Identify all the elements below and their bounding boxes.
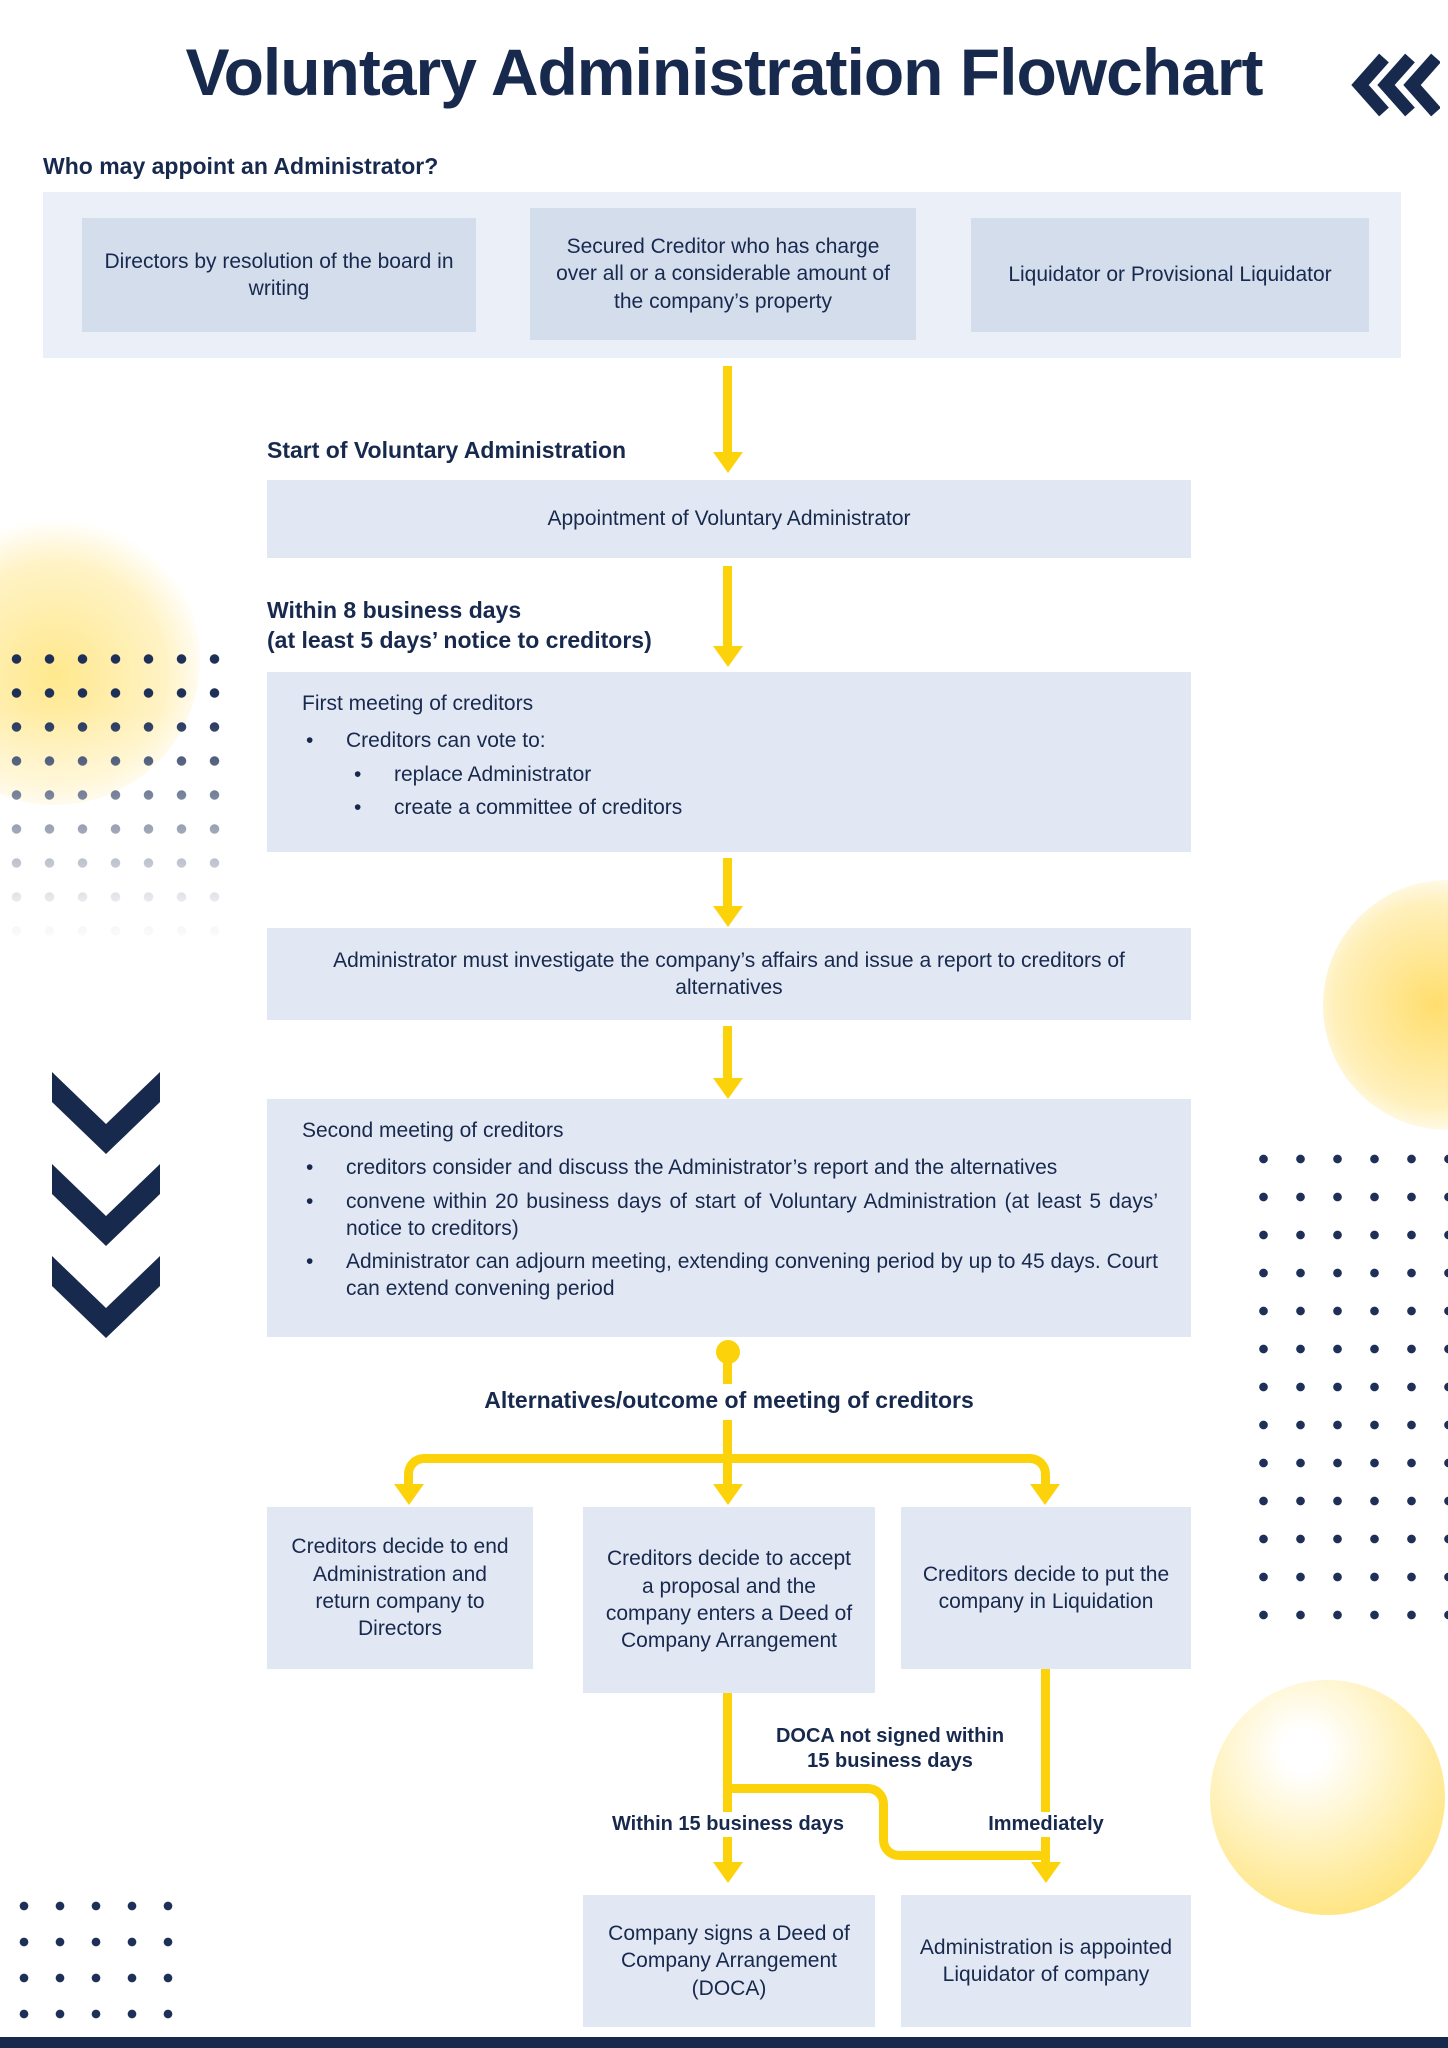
connector-dot [716, 1340, 740, 1364]
split-arrow-head-center [713, 1484, 743, 1505]
appointer-box-secured-creditor: Secured Creditor who has charge over all… [530, 208, 916, 340]
arrow-line-1 [723, 366, 732, 452]
second-meeting-box: Second meeting of creditors creditors co… [267, 1099, 1191, 1337]
arrow-head-4 [713, 1078, 743, 1099]
start-of-va-label: Start of Voluntary Administration [267, 437, 627, 463]
split-elbow-right [724, 1454, 1050, 1492]
arrow-head-3 [713, 906, 743, 927]
bottom-accent-bar [0, 2037, 1448, 2048]
split-arrow-head-right [1030, 1484, 1060, 1505]
bullet-icon [348, 794, 394, 821]
doca-line [723, 1693, 732, 1862]
second-meeting-bullet-text: Administrator can adjourn meeting, exten… [346, 1250, 1158, 1301]
connector-stub-top [723, 1362, 732, 1384]
triple-chevron-left-icon [1350, 52, 1441, 123]
page-title: Voluntary Administration Flowchart [185, 35, 1263, 109]
bullet-icon [300, 1188, 346, 1243]
second-meeting-heading: Second meeting of creditors [302, 1119, 564, 1142]
dot-grid-bottom-left [6, 1888, 182, 2048]
first-meeting-bullet: Creditors can vote to: [300, 727, 1158, 754]
split-line-center [723, 1454, 732, 1484]
second-meeting-bullet-text: creditors consider and discuss the Admin… [346, 1156, 1058, 1180]
within-8-days-label: Within 8 business days (at least 5 days’… [267, 596, 652, 656]
bullet-icon [300, 727, 346, 754]
appointment-box: Appointment of Voluntary Administrator [267, 480, 1191, 558]
split-arrow-head-left [394, 1484, 424, 1505]
arrow-head-1 [713, 452, 743, 473]
dot-grid-right [1245, 1140, 1448, 1640]
first-meeting-bullet-text: Creditors can vote to: [346, 729, 546, 753]
outcome-box-end-administration: Creditors decide to end Administration a… [267, 1507, 533, 1669]
first-meeting-heading: First meeting of creditors [302, 692, 534, 715]
final-box-doca-signed: Company signs a Deed of Company Arrangem… [583, 1895, 875, 2027]
second-meeting-bullet: convene within 20 business days of start… [300, 1188, 1158, 1243]
sub-bullet-text: create a committee of creditors [394, 795, 683, 819]
doca-not-signed-label: DOCA not signed within 15 business days [775, 1725, 1005, 1772]
liquidation-line [1041, 1669, 1050, 1862]
arrow-line-4 [723, 1026, 732, 1078]
bullet-icon [348, 761, 394, 788]
first-meeting-sub-bullet: create a committee of creditors [348, 794, 1158, 821]
chevron-down-icon [46, 1072, 166, 1343]
doca-arrow-head [713, 1862, 743, 1883]
branch-elbow-top [728, 1784, 888, 1828]
arrow-line-3 [723, 858, 732, 906]
who-may-appoint-heading: Who may appoint an Administrator? [43, 153, 439, 179]
bullet-icon [300, 1248, 346, 1303]
split-elbow-left [404, 1454, 728, 1492]
within-15-days-label: Within 15 business days [528, 1812, 928, 1837]
first-meeting-sub-bullet: replace Administrator [348, 761, 1158, 788]
yellow-blob-bottom-right [1210, 1680, 1445, 1915]
second-meeting-bullet-text: convene within 20 business days of start… [346, 1189, 1158, 1240]
arrow-head-2 [713, 646, 743, 667]
branch-elbow-bottom [879, 1824, 1050, 1860]
outcome-box-doca: Creditors decide to accept a proposal an… [583, 1507, 875, 1693]
second-meeting-bullet: Administrator can adjourn meeting, exten… [300, 1248, 1158, 1303]
within-8-days-line1: Within 8 business days [267, 597, 522, 623]
bullet-icon [300, 1154, 346, 1181]
immediately-label: Immediately [846, 1812, 1246, 1837]
final-box-liquidator-appointed: Administration is appointed Liquidator o… [901, 1895, 1191, 2027]
connector-stub-bottom [723, 1420, 732, 1458]
dot-grid-left [0, 642, 230, 948]
alternatives-label: Alternatives/outcome of meeting of credi… [484, 1387, 974, 1413]
first-meeting-box: First meeting of creditors Creditors can… [267, 672, 1191, 852]
appointer-box-directors: Directors by resolution of the board in … [82, 218, 476, 332]
arrow-line-2 [723, 566, 732, 646]
second-meeting-bullet: creditors consider and discuss the Admin… [300, 1154, 1158, 1181]
outcome-box-liquidation: Creditors decide to put the company in L… [901, 1507, 1191, 1669]
yellow-blob-right [1323, 880, 1448, 1130]
liquidation-arrow-head [1031, 1862, 1061, 1883]
immediately-text: Immediately [980, 1812, 1112, 1837]
sub-bullet-text: replace Administrator [394, 762, 592, 786]
within-8-days-line2: (at least 5 days’ notice to creditors) [267, 626, 652, 653]
within-15-days-text: Within 15 business days [603, 1812, 853, 1837]
investigate-box: Administrator must investigate the compa… [267, 928, 1191, 1020]
appointer-box-liquidator: Liquidator or Provisional Liquidator [971, 218, 1369, 332]
